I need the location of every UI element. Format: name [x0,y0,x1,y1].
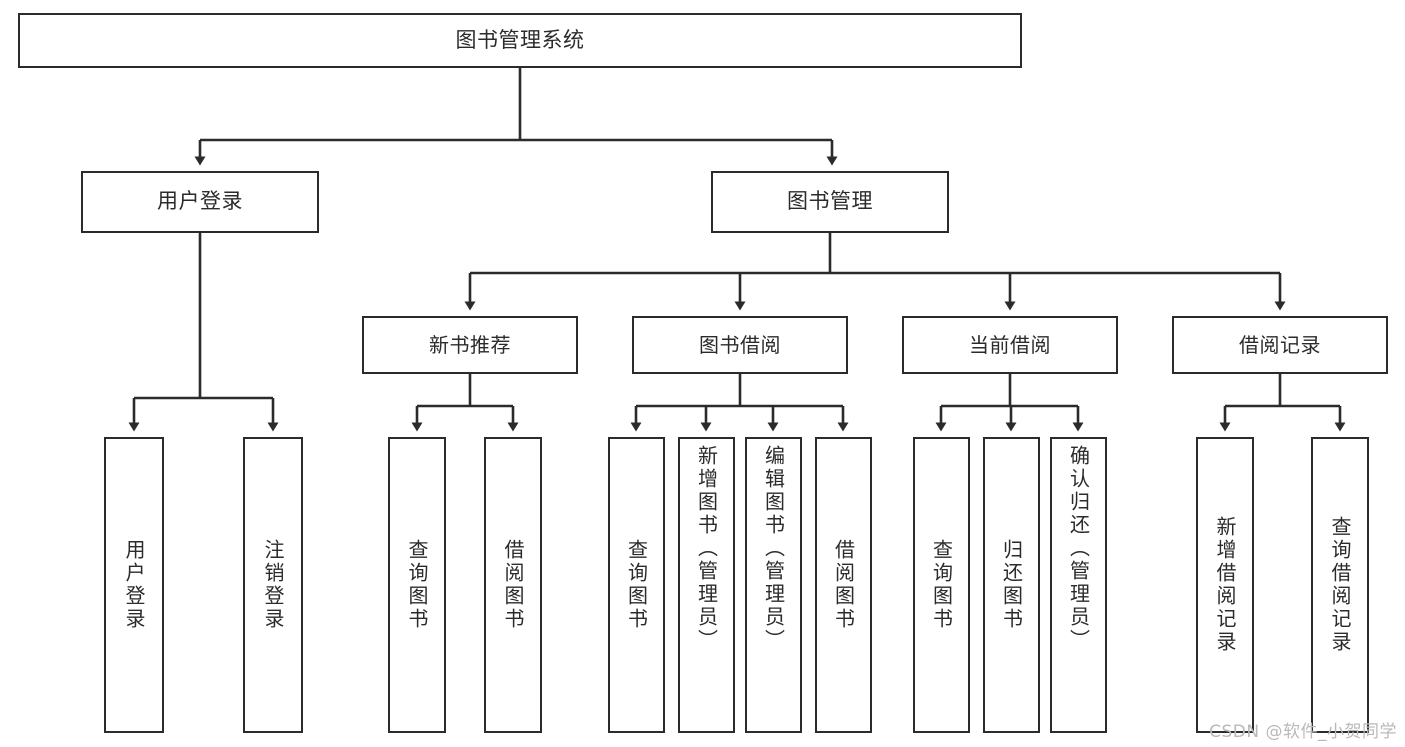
node-leaf-user-login[interactable]: 用户登录 [104,437,164,733]
node-leaf-add-record-label: 新增借阅记录 [1213,516,1237,654]
node-leaf-confirm-return-label: 确认归还（管理员） [1066,445,1091,652]
node-leaf-add-record[interactable]: 新增借阅记录 [1196,437,1254,733]
node-leaf-return-book[interactable]: 归还图书 [983,437,1040,733]
node-leaf-add-book-label: 新增图书（管理员） [694,445,719,652]
node-leaf-query-book-2[interactable]: 查询图书 [608,437,665,733]
node-user-login-label: 用户登录 [157,189,243,214]
node-leaf-logout[interactable]: 注销登录 [243,437,303,733]
node-leaf-query-book-3-label: 查询图书 [929,539,954,631]
node-leaf-query-book-1[interactable]: 查询图书 [388,437,446,733]
node-user-login[interactable]: 用户登录 [81,171,319,233]
watermark-text: CSDN @软件_小贺同学 [1209,722,1397,742]
node-book-borrow-label: 图书借阅 [699,332,781,357]
node-current-borrow[interactable]: 当前借阅 [902,316,1118,374]
node-leaf-user-login-label: 用户登录 [122,539,146,631]
node-leaf-borrow-book-1-label: 借阅图书 [501,539,525,631]
node-root-label: 图书管理系统 [455,27,585,52]
node-current-borrow-label: 当前借阅 [969,332,1051,357]
node-leaf-query-book-1-label: 查询图书 [405,539,429,631]
node-leaf-edit-book[interactable]: 编辑图书（管理员） [745,437,802,733]
node-book-manage-label: 图书管理 [787,189,873,214]
node-leaf-borrow-book-2-label: 借阅图书 [831,539,856,631]
node-leaf-query-book-2-label: 查询图书 [624,539,649,631]
node-root[interactable]: 图书管理系统 [18,13,1022,68]
node-book-borrow[interactable]: 图书借阅 [632,316,848,374]
node-leaf-return-book-label: 归还图书 [999,539,1024,631]
node-leaf-borrow-book-1[interactable]: 借阅图书 [484,437,542,733]
node-leaf-query-record[interactable]: 查询借阅记录 [1311,437,1369,733]
node-leaf-logout-label: 注销登录 [261,539,285,631]
node-leaf-add-book[interactable]: 新增图书（管理员） [678,437,735,733]
node-leaf-confirm-return[interactable]: 确认归还（管理员） [1050,437,1107,733]
node-leaf-query-book-3[interactable]: 查询图书 [913,437,970,733]
node-new-book-recommend-label: 新书推荐 [429,332,511,357]
node-leaf-borrow-book-2[interactable]: 借阅图书 [815,437,872,733]
node-new-book-recommend[interactable]: 新书推荐 [362,316,578,374]
node-leaf-query-record-label: 查询借阅记录 [1328,516,1352,654]
node-borrow-record-label: 借阅记录 [1239,332,1321,357]
node-book-manage[interactable]: 图书管理 [711,171,949,233]
node-borrow-record[interactable]: 借阅记录 [1172,316,1388,374]
node-leaf-edit-book-label: 编辑图书（管理员） [761,445,786,652]
